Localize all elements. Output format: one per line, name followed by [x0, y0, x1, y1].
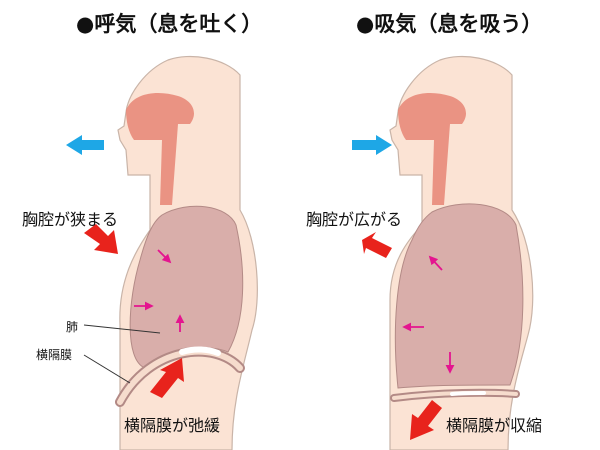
inhale-lung: [394, 203, 524, 389]
exhale-lung: [129, 205, 244, 369]
exhale-title: ●呼気（息を吐く）: [76, 12, 263, 36]
inhale-title: ●吸気（息を吸う）: [356, 12, 543, 36]
inhale-chest-force-arrow: [362, 232, 392, 258]
exhale-figure: [66, 55, 258, 450]
exhale-air-arrow: [66, 135, 104, 155]
inhale-diaphragm-state-label: 横隔膜が収縮: [446, 416, 543, 435]
diaphragm-leader-line: [83, 354, 131, 384]
inhale-air-arrow: [352, 135, 392, 155]
inhale-figure: [352, 55, 534, 450]
exhale-chest-label: 胸腔が狭まる: [22, 210, 119, 229]
lung-leader-line: [83, 324, 161, 334]
diaphragm-label: 横隔膜: [36, 348, 73, 362]
exhale-motion-arrow: [157, 249, 172, 264]
exhale-chest-force-arrow: [84, 224, 118, 254]
exhale-diaphragm-state-label: 横隔膜が弛緩: [124, 416, 221, 435]
inhale-motion-arrow: [428, 255, 443, 271]
inhale-airway: [398, 92, 466, 205]
exhale-airway: [126, 92, 194, 205]
inhale-chest-label: 胸腔が広がる: [306, 210, 403, 229]
inhale-diaphragm-force-arrow: [410, 400, 442, 440]
exhale-diaphragm-force-arrow: [150, 358, 184, 398]
lung-label: 肺: [66, 320, 79, 334]
